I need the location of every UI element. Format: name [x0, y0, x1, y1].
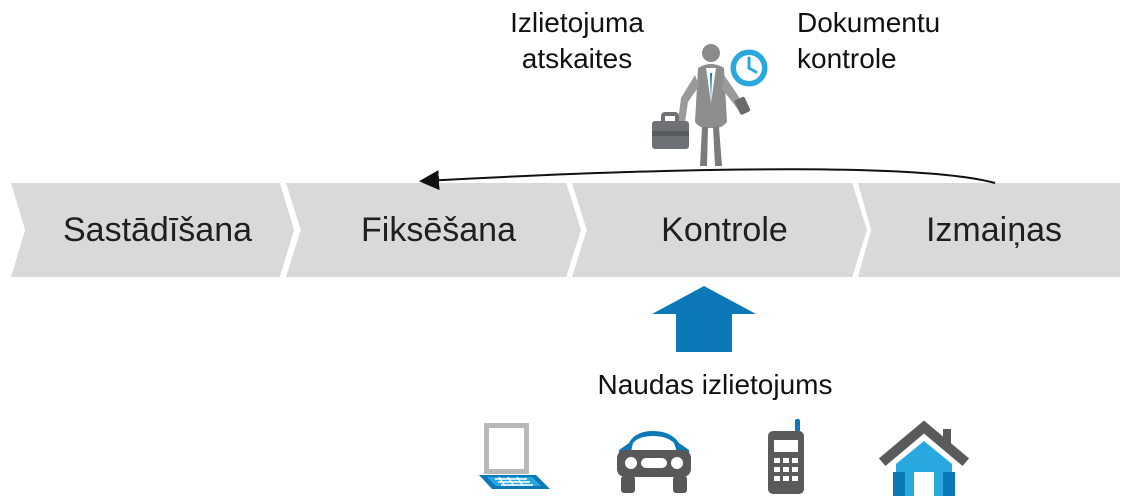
mobile-phone-icon: [768, 419, 804, 494]
step-label: Fiksēšana: [361, 210, 516, 249]
step-label: Izmaiņas: [925, 210, 1063, 249]
usage-reports-label: Izlietojuma atskaites: [510, 7, 644, 74]
step-label: Sastādīšana: [62, 210, 253, 249]
house-icon: [878, 420, 970, 496]
money-spending-label: Naudas izlietojums: [597, 369, 833, 400]
document-control-label: Dokumentu kontrole: [797, 7, 941, 74]
step-changes: Izmaiņas: [858, 183, 1120, 277]
step-drafting: Sastādīšana: [11, 183, 294, 277]
car-icon: [617, 431, 691, 493]
laptop-icon: [479, 423, 550, 489]
upward-arrow-icon: [652, 286, 756, 352]
step-recording: Fiksēšana: [286, 183, 581, 277]
step-label: Kontrole: [661, 210, 788, 249]
businessman-with-briefcase-and-clock-icon: [652, 44, 771, 166]
step-control: Kontrole: [572, 183, 867, 277]
